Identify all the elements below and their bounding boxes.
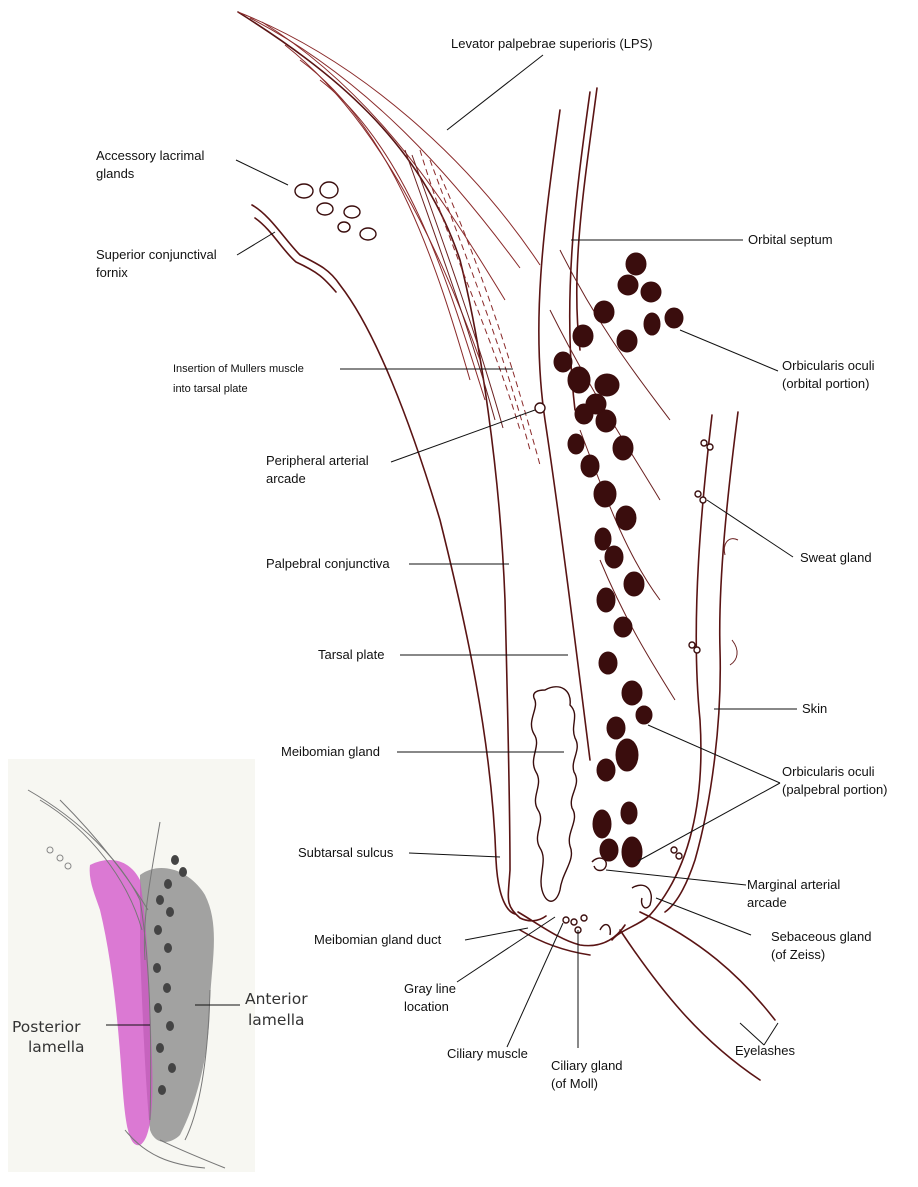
label-accessory-lacrimal-line2: glands bbox=[96, 166, 135, 181]
label-orbicularis-orbital-line2: (orbital portion) bbox=[782, 376, 869, 391]
label-orbicularis-orbital-line1: Orbicularis oculi bbox=[782, 358, 875, 373]
label-ciliary-muscle: Ciliary muscle bbox=[447, 1046, 528, 1061]
label-accessory-lacrimal-line1: Accessory lacrimal bbox=[96, 148, 204, 163]
orbicularis-orbital-bundles bbox=[554, 253, 683, 460]
label-posterior-lamella-line1: Posterior bbox=[12, 1018, 81, 1036]
label-lps: Levator palpebrae superioris (LPS) bbox=[451, 36, 653, 51]
label-peripheral-arcade-line2: arcade bbox=[266, 471, 306, 486]
label-gray-line-line2: location bbox=[404, 999, 449, 1014]
label-marginal-arcade-line2: arcade bbox=[747, 895, 787, 910]
label-orbital-septum: Orbital septum bbox=[748, 232, 833, 247]
label-gray-line-line1: Gray line bbox=[404, 981, 456, 996]
label-sebaceous-line1: Sebaceous gland bbox=[771, 929, 871, 944]
label-anterior-lamella-line2: lamella bbox=[248, 1011, 305, 1029]
lamella-inset: Posterior lamella Anterior lamella bbox=[8, 759, 308, 1172]
label-anterior-lamella-line1: Anterior bbox=[245, 990, 308, 1008]
label-meibomian-duct: Meibomian gland duct bbox=[314, 932, 442, 947]
label-peripheral-arcade-line1: Peripheral arterial bbox=[266, 453, 369, 468]
label-mullers-line2: into tarsal plate bbox=[173, 383, 248, 395]
eyelid-cross-section bbox=[238, 12, 775, 1080]
label-posterior-lamella-line2: lamella bbox=[28, 1038, 85, 1056]
label-meibomian-gland: Meibomian gland bbox=[281, 744, 380, 759]
label-skin: Skin bbox=[802, 701, 827, 716]
label-palpebral-conjunctiva: Palpebral conjunctiva bbox=[266, 556, 390, 571]
orbicularis-palpebral-bundles bbox=[568, 434, 652, 867]
label-sebaceous-line2: (of Zeiss) bbox=[771, 947, 825, 962]
label-subtarsal-sulcus: Subtarsal sulcus bbox=[298, 845, 394, 860]
label-mullers-line1: Insertion of Mullers muscle bbox=[173, 363, 304, 375]
label-marginal-arcade-line1: Marginal arterial bbox=[747, 877, 840, 892]
label-orbicularis-palpebral-line2: (palpebral portion) bbox=[782, 782, 888, 797]
label-eyelashes: Eyelashes bbox=[735, 1043, 795, 1058]
label-moll-line1: Ciliary gland bbox=[551, 1058, 623, 1073]
label-fornix-line2: fornix bbox=[96, 265, 128, 280]
label-moll-line2: (of Moll) bbox=[551, 1076, 598, 1091]
label-fornix-line1: Superior conjunctival bbox=[96, 247, 217, 262]
meibomian-gland-body bbox=[531, 687, 577, 901]
label-sweat-gland: Sweat gland bbox=[800, 550, 872, 565]
label-tarsal-plate: Tarsal plate bbox=[318, 647, 384, 662]
label-orbicularis-palpebral-line1: Orbicularis oculi bbox=[782, 764, 875, 779]
